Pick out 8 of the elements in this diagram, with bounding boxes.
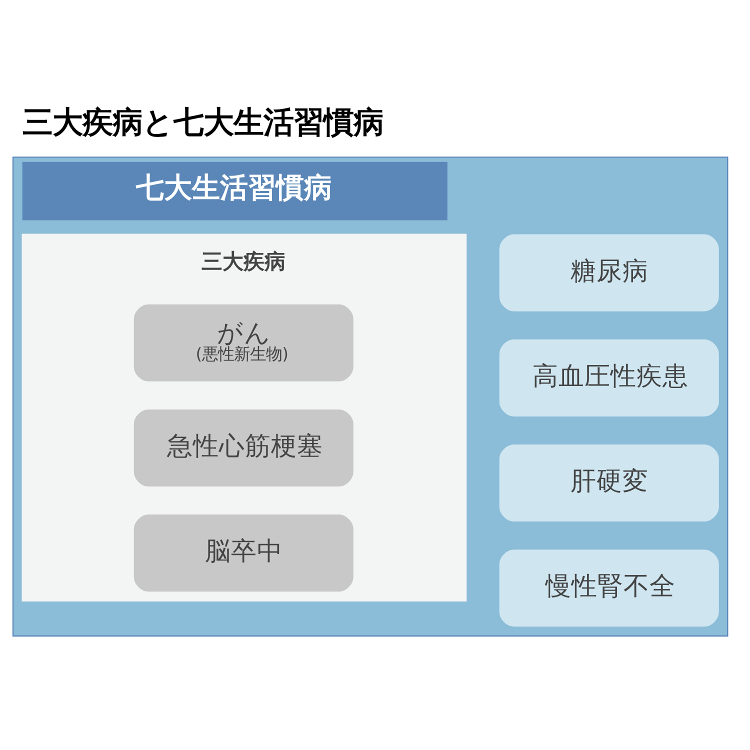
node-box: 脳卒中 [134, 514, 354, 592]
node-box: 慢性腎不全 [499, 550, 719, 627]
node-box: 糖尿病 [499, 234, 719, 312]
node-box: がん (悪性新生物) [134, 304, 354, 382]
node-box: 肝硬変 [499, 444, 719, 522]
node-box: 高血圧性疾患 [499, 339, 719, 416]
node-box: 急性心筋梗塞 [134, 409, 354, 487]
diagram-title: 三大疾病と七大生活習慣病 [22, 105, 384, 140]
